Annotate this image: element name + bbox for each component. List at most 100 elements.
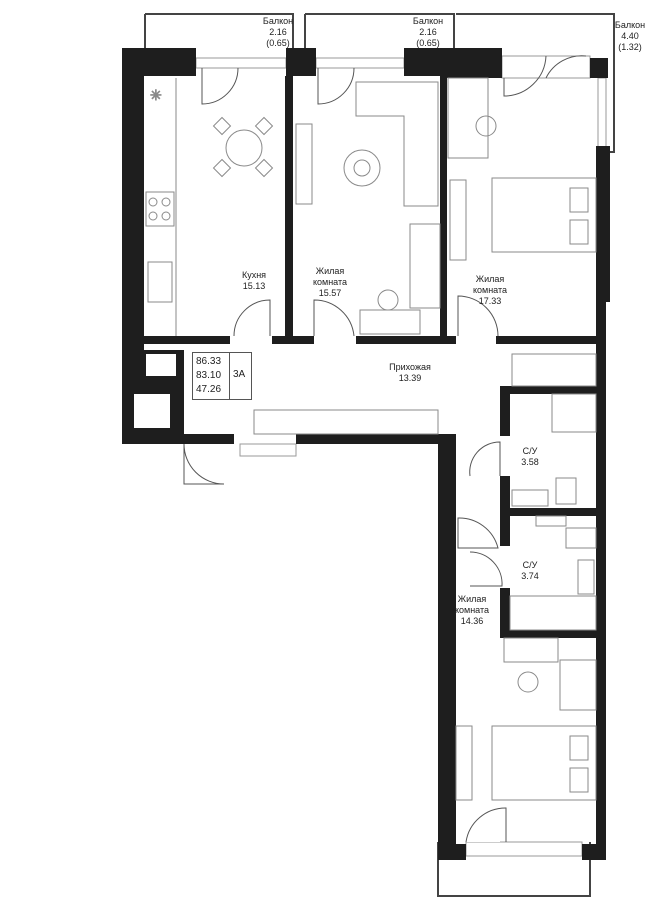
dining-chair-3 bbox=[212, 158, 232, 178]
hall-furniture bbox=[253, 409, 439, 435]
wall-top-kitchen bbox=[136, 48, 196, 76]
dining-chair-4 bbox=[254, 158, 274, 178]
door-balcony-3 bbox=[545, 55, 587, 79]
window-hall bbox=[239, 443, 297, 457]
flat-type: 3A bbox=[233, 369, 246, 380]
window-balcony-3 bbox=[597, 77, 607, 149]
desk-3 bbox=[559, 659, 597, 711]
wall-bottom-right bbox=[582, 844, 606, 860]
door-living-1-hall bbox=[313, 299, 355, 337]
bath-1-label: С/У 3.58 bbox=[512, 446, 548, 468]
door-bath-1 bbox=[469, 441, 501, 477]
wall-voids bbox=[134, 316, 500, 842]
total-area: 86.33 bbox=[196, 356, 222, 367]
wall-bath-left-lower bbox=[500, 476, 510, 516]
desk bbox=[359, 309, 421, 335]
wall-left-kitchen bbox=[136, 48, 144, 338]
door-living-2-hall bbox=[457, 295, 499, 337]
washbasin-1 bbox=[511, 489, 549, 507]
balcony-3-title: Балкон bbox=[614, 20, 646, 30]
round-rug bbox=[343, 149, 381, 187]
bath-1-area: 3.58 bbox=[521, 457, 539, 467]
balcony-3-area: 4.40 bbox=[621, 31, 639, 41]
wall-right-mid bbox=[596, 300, 606, 860]
balcony-2-area: 2.16 bbox=[419, 27, 437, 37]
balcony-2-outline bbox=[304, 13, 455, 50]
bath-2-fixtures bbox=[509, 515, 597, 631]
pillow-2 bbox=[569, 219, 589, 245]
living-1-area: 15.57 bbox=[318, 288, 342, 298]
living-1-name-2: комната bbox=[312, 277, 348, 287]
living-1-label: Жилая комната 15.57 bbox=[298, 266, 362, 299]
wall-hall-top-far bbox=[496, 336, 606, 344]
desk-2 bbox=[447, 77, 489, 159]
living-1-name-1: Жилая bbox=[315, 266, 345, 276]
wall-hall-top-right bbox=[356, 336, 456, 344]
dining-table bbox=[225, 129, 263, 167]
wall-living-1-2 bbox=[440, 76, 447, 336]
kitchen-area: 15.13 bbox=[242, 281, 266, 291]
extractor-icon: ✳ bbox=[150, 88, 162, 104]
wall-hall-bottom-right bbox=[296, 434, 456, 444]
wardrobe-2 bbox=[511, 353, 597, 387]
living-area: 83.10 bbox=[196, 370, 222, 381]
kitchen-sink bbox=[147, 261, 173, 303]
washbasin-2 bbox=[577, 559, 595, 595]
living-3-name-1: Жилая bbox=[457, 594, 487, 604]
wall-kitchen-living bbox=[285, 76, 293, 336]
living-1-furniture bbox=[295, 81, 441, 335]
balcony-1-label: Балкон 2.16 (0.65) bbox=[248, 16, 308, 49]
balcony-1-outline bbox=[144, 13, 294, 50]
wall-bath-mid bbox=[500, 508, 606, 516]
window-kitchen bbox=[195, 57, 287, 69]
living-2-area: 17.33 bbox=[478, 296, 502, 306]
wall-left-upper bbox=[122, 48, 136, 280]
walls bbox=[122, 48, 610, 860]
kitchen-label: Кухня 15.13 bbox=[226, 270, 282, 292]
balcony-1-coef: (0.65) bbox=[266, 38, 290, 48]
shower-tray bbox=[551, 393, 597, 433]
living-2-label: Жилая комната 17.33 bbox=[460, 274, 520, 307]
wall-bath-left bbox=[500, 386, 510, 436]
burner-4 bbox=[161, 211, 171, 221]
living-3-label: Жилая комната 14.36 bbox=[444, 594, 500, 627]
hall-area: 13.39 bbox=[398, 373, 422, 383]
rooms-area: 47.26 bbox=[196, 384, 222, 395]
burner-1 bbox=[148, 197, 158, 207]
hall-wardrobe bbox=[253, 409, 439, 435]
toilet-1 bbox=[555, 477, 577, 505]
wall-top-living-1 bbox=[404, 48, 444, 76]
door-kitchen bbox=[201, 67, 239, 105]
cooktop bbox=[145, 191, 175, 227]
desk-chair-3 bbox=[517, 671, 539, 693]
living-2-name-2: комната bbox=[472, 285, 508, 295]
window-living-1 bbox=[315, 57, 405, 69]
living-3-area: 14.36 bbox=[460, 616, 484, 626]
void-left-3 bbox=[134, 394, 170, 428]
wall-top-living-2 bbox=[444, 48, 502, 78]
desk-chair bbox=[377, 289, 399, 311]
pillow-1 bbox=[569, 187, 589, 213]
wardrobe-3 bbox=[503, 637, 559, 663]
living-2-furniture bbox=[447, 77, 597, 387]
void-corridor bbox=[456, 444, 500, 842]
bath-2-name: С/У bbox=[522, 560, 538, 570]
dining-chair-2 bbox=[254, 116, 274, 136]
kitchen-name: Кухня bbox=[241, 270, 267, 280]
wall-bottom-left bbox=[438, 844, 466, 860]
balcony-3-label: Балкон 4.40 (1.32) bbox=[602, 20, 658, 53]
summary-divider bbox=[229, 353, 230, 399]
wall-bath-top bbox=[500, 386, 606, 394]
living-3-name-2: комната bbox=[454, 605, 490, 615]
wall-top-right bbox=[590, 58, 608, 78]
wall-right-upper bbox=[596, 146, 610, 302]
balcony-3-coef: (1.32) bbox=[618, 42, 642, 52]
door-living-3 bbox=[457, 517, 499, 549]
door-living-1 bbox=[317, 67, 355, 105]
door-kitchen-hall bbox=[233, 299, 271, 337]
desk-chair-2 bbox=[475, 115, 497, 137]
pillow-4 bbox=[569, 767, 589, 793]
wall-top-mid bbox=[286, 48, 316, 76]
hall-label: Прихожая 13.39 bbox=[380, 362, 440, 384]
